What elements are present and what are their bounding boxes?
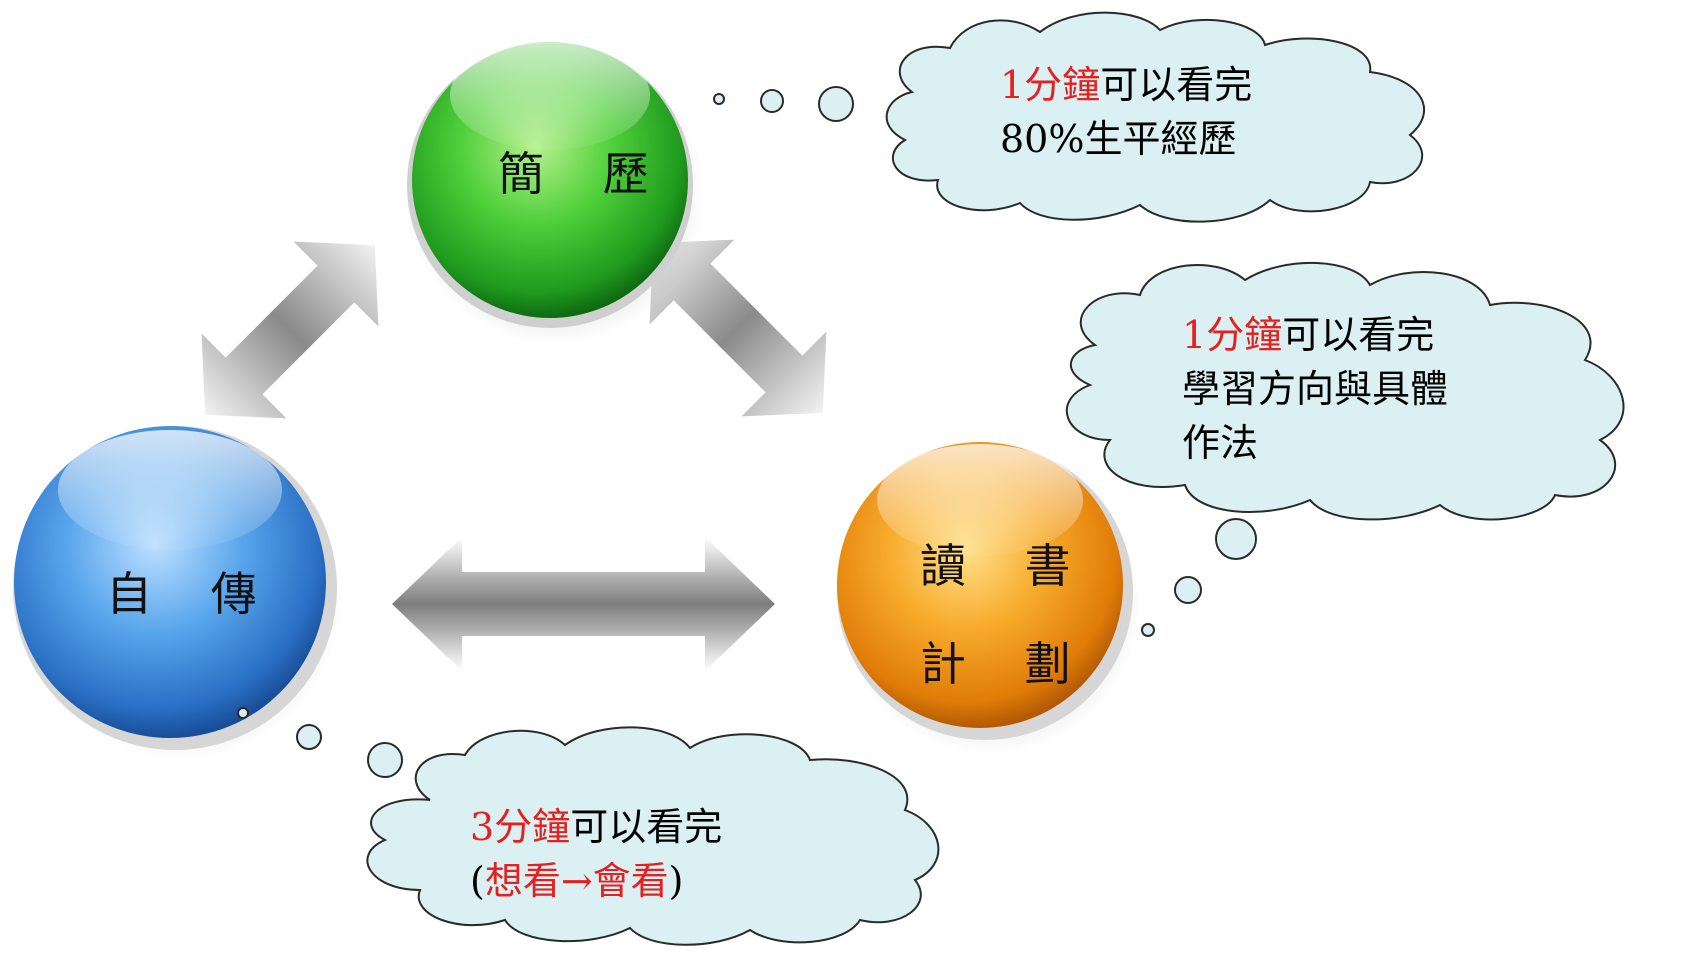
node-label-study-plan-line2: 計 劃 xyxy=(920,637,1093,691)
double-arrow-icon xyxy=(201,241,379,419)
cloud-text-autobiography: 3分鐘可以看完 (想看→會看) xyxy=(470,800,722,908)
node-label-autobiography: 自 傳 xyxy=(106,567,279,621)
node-study-plan xyxy=(837,442,1140,755)
node-resume xyxy=(405,40,705,345)
arrow-resume-study-plan xyxy=(649,239,827,417)
highlight-text: 1分鐘 xyxy=(1182,313,1283,357)
cloud-line-text: 80%生平經歷 xyxy=(1000,117,1237,161)
paren-open: ( xyxy=(470,859,485,903)
highlight-text: 想看→會看 xyxy=(484,859,669,903)
cloud-line-text: 可以看完 xyxy=(570,805,723,849)
cloud-text-study-plan: 1分鐘可以看完 學習方向與具體 作法 xyxy=(1182,308,1448,470)
arrow-autobiography-study-plan xyxy=(392,537,775,671)
cloud-line-text: 學習方向與具體 xyxy=(1182,367,1449,411)
arrow-resume-autobiography xyxy=(201,241,379,419)
node-label-study-plan-line1: 讀 書 xyxy=(920,539,1093,593)
node-autobiography xyxy=(13,426,342,760)
cloud-autobiography xyxy=(237,707,940,946)
cloud-line-text: 可以看完 xyxy=(1100,63,1253,107)
cloud-study-plan xyxy=(1065,261,1625,637)
node-label-resume: 簡 歷 xyxy=(498,147,671,201)
paren-close: ) xyxy=(668,859,684,903)
cloud-text-resume: 1分鐘可以看完 80%生平經歷 xyxy=(1000,58,1252,166)
highlight-text: 3分鐘 xyxy=(470,805,571,849)
double-arrow-icon xyxy=(392,537,775,671)
cloud-line-text: 可以看完 xyxy=(1282,313,1435,357)
double-arrow-icon xyxy=(649,239,827,417)
cloud-line-text: 作法 xyxy=(1182,421,1259,465)
cloud-resume xyxy=(713,11,1426,223)
highlight-text: 1分鐘 xyxy=(1000,63,1101,107)
